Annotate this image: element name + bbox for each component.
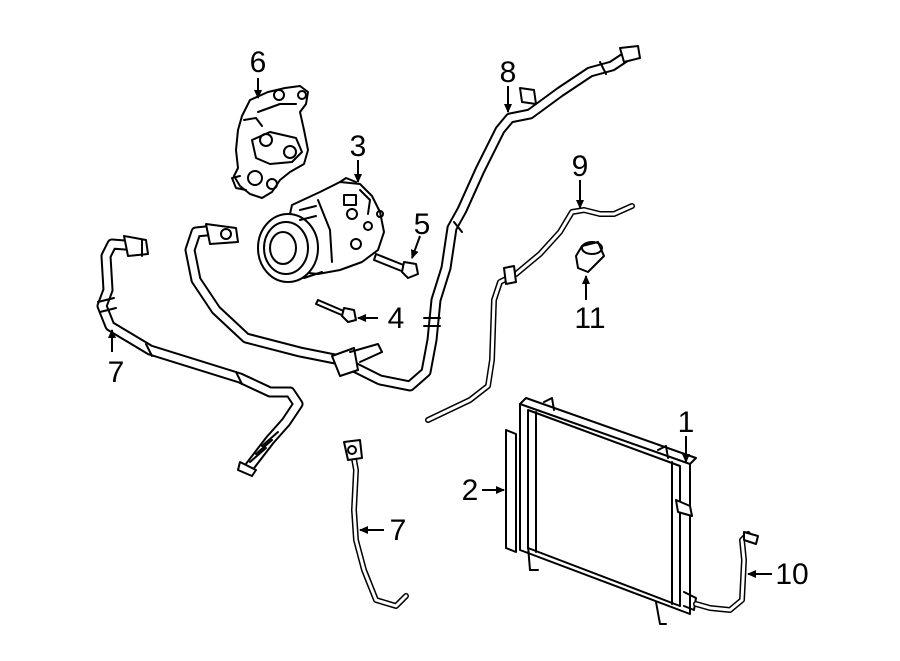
callout-11: 11 [574, 302, 605, 335]
callout-1: 1 [678, 406, 695, 439]
ac-hose-assembly-middle-part [184, 45, 641, 392]
callout-leaders [108, 78, 772, 578]
callout-3: 3 [350, 130, 367, 163]
condenser-line-part [693, 531, 759, 613]
service-fitting-part [575, 241, 605, 273]
callout-9: 9 [572, 150, 589, 183]
condenser-seal-part [505, 429, 517, 553]
ac-line-lower-part [343, 439, 409, 609]
mounting-bolt-part [373, 253, 419, 279]
callout-2: 2 [462, 474, 479, 507]
callout-8: 8 [500, 56, 517, 89]
callout-7-left: 7 [108, 356, 125, 389]
ac-compressor-part [257, 177, 385, 283]
callout-5: 5 [414, 208, 431, 241]
mounting-stud-part [315, 299, 357, 323]
compressor-bracket-part [231, 85, 309, 199]
ac-hose-assembly-left-part [96, 235, 304, 477]
callout-4: 4 [388, 302, 405, 335]
ac-condenser-part [519, 397, 697, 625]
callout-10: 10 [775, 558, 808, 591]
callout-6: 6 [250, 46, 267, 79]
ac-liquid-line-part [425, 203, 635, 423]
callout-7-lower: 7 [390, 514, 407, 547]
